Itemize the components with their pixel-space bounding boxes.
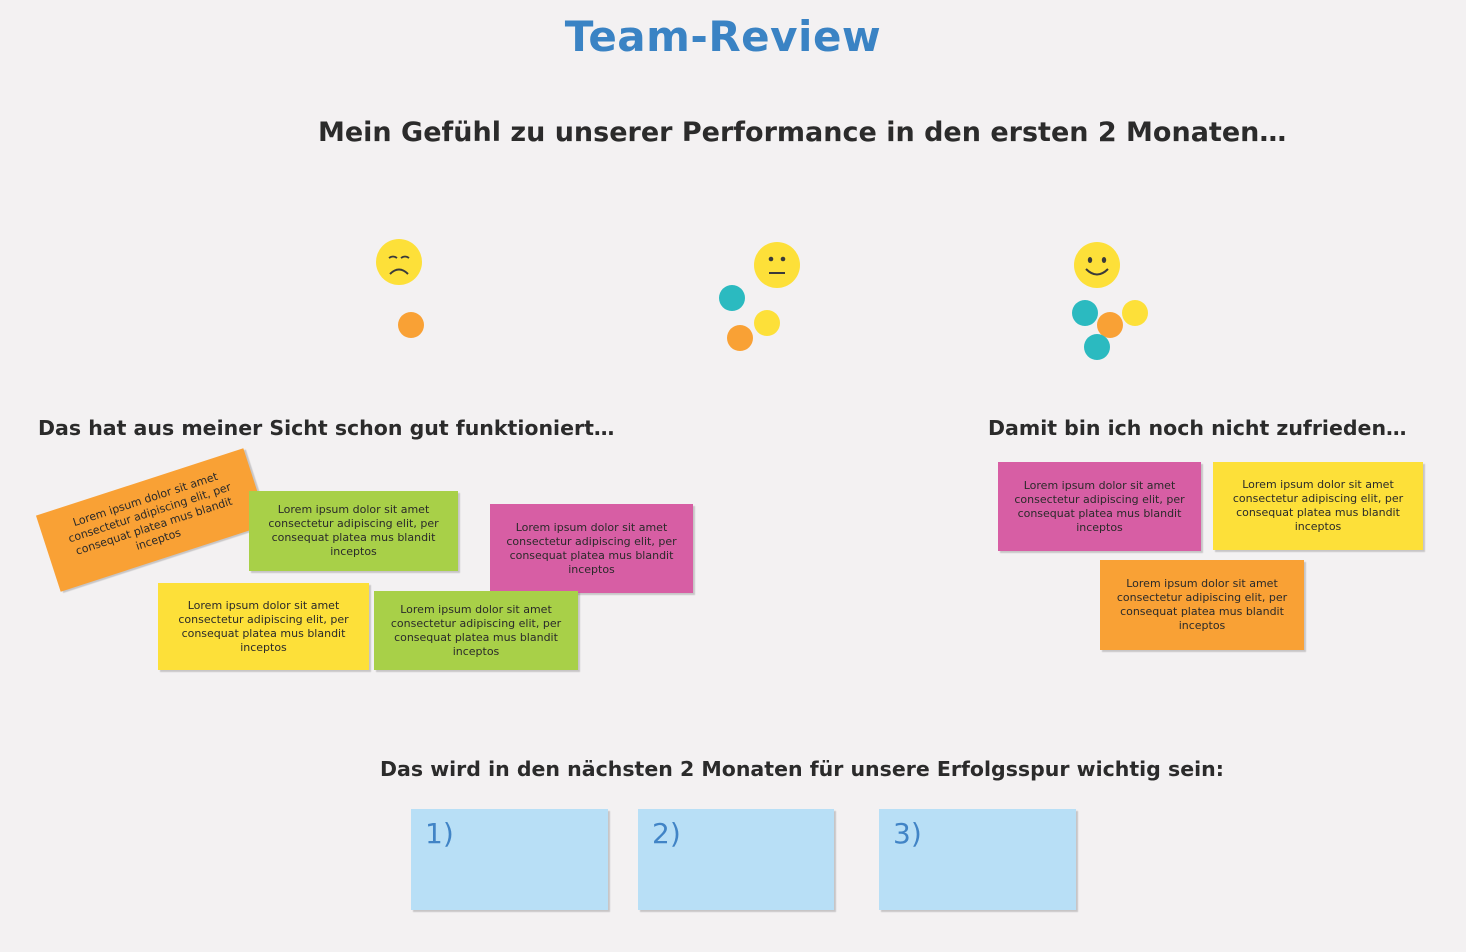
sticky-note[interactable]: Lorem ipsum dolor sit amet consectetur a… xyxy=(158,583,369,670)
section-heading-next-months: Das wird in den nächsten 2 Monaten für u… xyxy=(380,757,1224,781)
note-text: Lorem ipsum dolor sit amet consectetur a… xyxy=(1232,478,1404,533)
priority-label: 2) xyxy=(652,817,681,850)
priority-label: 3) xyxy=(893,817,922,850)
sticky-note[interactable]: Lorem ipsum dolor sit amet consectetur a… xyxy=(1213,462,1423,550)
section-heading-not-satisfied: Damit bin ich noch nicht zufrieden… xyxy=(988,416,1407,440)
vote-dot[interactable] xyxy=(398,312,424,338)
neutral-face-icon xyxy=(754,242,800,288)
vote-dot[interactable] xyxy=(1084,334,1110,360)
note-text: Lorem ipsum dolor sit amet consectetur a… xyxy=(1116,577,1288,632)
priority-note-1[interactable]: 1) xyxy=(411,809,608,910)
sticky-note[interactable]: Lorem ipsum dolor sit amet consectetur a… xyxy=(374,591,578,670)
vote-dot[interactable] xyxy=(719,285,745,311)
sticky-note[interactable]: Lorem ipsum dolor sit amet consectetur a… xyxy=(998,462,1201,551)
mood-question: Mein Gefühl zu unserer Performance in de… xyxy=(318,117,1287,148)
sticky-note[interactable]: Lorem ipsum dolor sit amet consectetur a… xyxy=(1100,560,1304,650)
vote-dot[interactable] xyxy=(1097,312,1123,338)
priority-note-2[interactable]: 2) xyxy=(638,809,834,910)
priority-note-3[interactable]: 3) xyxy=(879,809,1076,910)
sticky-note[interactable]: Lorem ipsum dolor sit amet consectetur a… xyxy=(490,504,693,593)
note-text: Lorem ipsum dolor sit amet consectetur a… xyxy=(506,520,677,576)
priority-label: 1) xyxy=(425,817,454,850)
note-text: Lorem ipsum dolor sit amet consectetur a… xyxy=(178,598,349,654)
note-text: Lorem ipsum dolor sit amet consectetur a… xyxy=(268,503,439,558)
vote-dot[interactable] xyxy=(727,325,753,351)
vote-dot[interactable] xyxy=(1122,300,1148,326)
vote-dot[interactable] xyxy=(1072,300,1098,326)
note-text: Lorem ipsum dolor sit amet consectetur a… xyxy=(1014,478,1185,534)
happy-face-icon xyxy=(1074,242,1120,288)
page-title: Team-Review xyxy=(564,12,882,61)
note-text: Lorem ipsum dolor sit amet consectetur a… xyxy=(66,469,234,558)
section-heading-works-well: Das hat aus meiner Sicht schon gut funkt… xyxy=(38,416,615,440)
vote-dot[interactable] xyxy=(754,310,780,336)
sticky-note[interactable]: Lorem ipsum dolor sit amet consectetur a… xyxy=(35,448,269,592)
sticky-note[interactable]: Lorem ipsum dolor sit amet consectetur a… xyxy=(249,491,458,571)
note-text: Lorem ipsum dolor sit amet consectetur a… xyxy=(390,602,562,658)
sad-face-icon xyxy=(376,239,422,285)
